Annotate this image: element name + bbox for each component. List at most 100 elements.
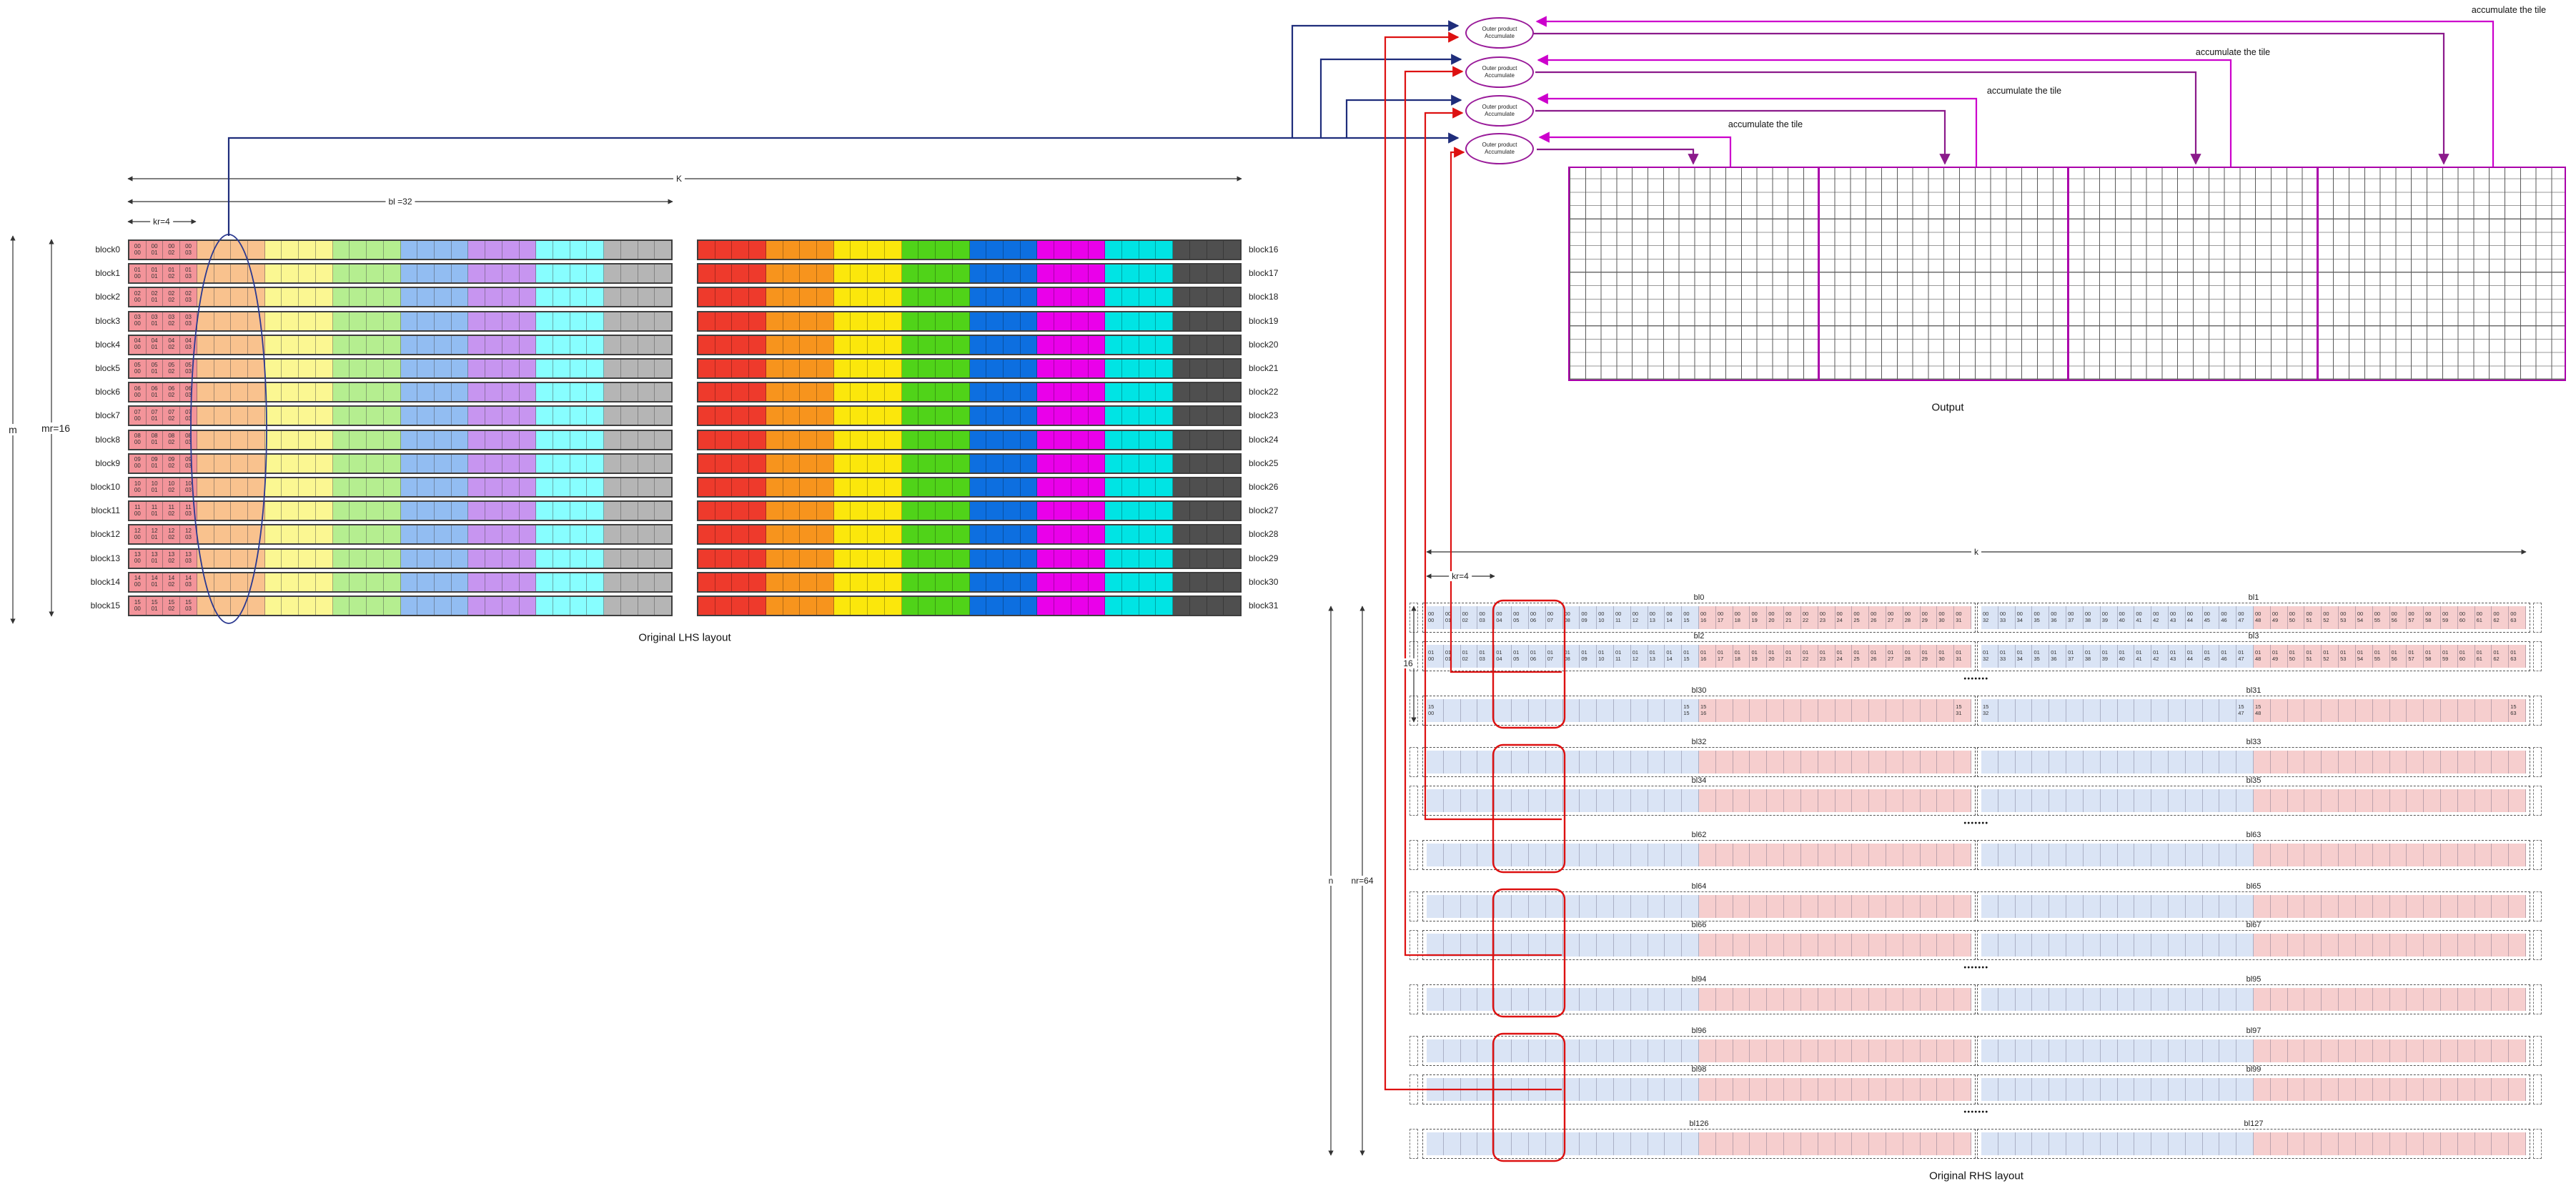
lhs-cell [1003, 525, 1021, 544]
rhs-cell [2322, 895, 2339, 918]
lhs-cell [1121, 288, 1139, 307]
lhs-cell [536, 265, 553, 283]
lhs-cell [868, 597, 885, 615]
rhs-cell [1630, 934, 1648, 957]
cell-col-id: 46 [2221, 617, 2227, 623]
lhs-cell [1156, 525, 1174, 544]
lhs-cell [502, 383, 520, 402]
rhs-cell [2475, 699, 2492, 722]
lhs-cell [986, 312, 1004, 330]
lhs-cell [800, 573, 818, 591]
lhs-cell [800, 525, 818, 544]
rhs-strip-bl96 [1422, 1036, 1976, 1066]
rhs-cell [1562, 751, 1580, 774]
rhs-cell [2083, 934, 2101, 957]
rhs-strip-continuation-right [2533, 930, 2542, 960]
rhs-strip-continuation-left [1410, 930, 1418, 960]
rhs-strip-bl96-cells [1427, 1039, 1971, 1062]
lhs-cell [1156, 573, 1174, 591]
cell-col-id: 49 [2272, 656, 2279, 662]
lhs-cell [986, 478, 1004, 496]
cell-row-id: 10 [168, 480, 175, 487]
rhs-cell [2066, 789, 2084, 812]
lhs-cell [901, 454, 919, 473]
rhs-cell [1800, 751, 1818, 774]
cell-col-id: 27 [1887, 656, 1894, 662]
lhs-cell [715, 360, 733, 377]
lhs-cell [1189, 525, 1207, 544]
lhs-block-label-31: block31 [1249, 601, 1279, 611]
rhs-cell [1920, 789, 1938, 812]
rhs-cell [2322, 699, 2339, 722]
rhs-cell [1512, 699, 1529, 722]
cell-row-id: 01 [1666, 649, 1673, 656]
cell-col-id: 05 [1513, 656, 1520, 662]
lhs-cell [485, 454, 502, 473]
lhs-cell [282, 383, 299, 402]
rhs-cell [2083, 1132, 2101, 1155]
lhs-cell [868, 288, 885, 307]
lhs-right-strip-8 [697, 429, 1242, 450]
cell-row-id: 01 [1904, 649, 1911, 656]
lhs-cell [817, 525, 834, 544]
lhs-cell [698, 265, 715, 283]
rhs-cell [1954, 1132, 1971, 1155]
cell-col-id: 03 [185, 320, 192, 327]
lhs-cell [783, 454, 801, 473]
lhs-block-label-6: block6 [95, 387, 120, 397]
rhs-cell [2049, 1039, 2067, 1062]
rhs-cell [1545, 1078, 1563, 1101]
lhs-cell [417, 407, 435, 425]
rhs-cell [2117, 988, 2135, 1011]
output-caption: Output [1931, 401, 1964, 414]
rhs-strip-bl33 [1977, 747, 2530, 777]
rhs-cell [1427, 934, 1444, 957]
lhs-cell [1037, 525, 1055, 544]
lhs-cell [715, 478, 733, 496]
lhs-cell [1173, 288, 1190, 307]
rhs-cell [2304, 1078, 2322, 1101]
rhs-cell [2440, 844, 2458, 866]
lhs-cell [620, 454, 638, 473]
lhs-cell [936, 549, 953, 568]
cell-col-id: 47 [2238, 710, 2244, 716]
rhs-cell [2270, 895, 2288, 918]
cell-col-id: 03 [185, 533, 192, 540]
lhs-cell [1054, 430, 1071, 449]
lhs-cell [800, 360, 818, 377]
rhs-cell [1545, 1039, 1563, 1062]
lhs-cell [1020, 288, 1038, 307]
lhs-cell [969, 502, 987, 520]
lhs-cell [1020, 265, 1038, 283]
lhs-cell [833, 288, 851, 307]
lhs-cell [1003, 288, 1021, 307]
lhs-cell [783, 597, 801, 615]
cell-col-id: 54 [2357, 617, 2364, 623]
cell-col-id: 01 [1445, 617, 1452, 623]
cell-col-id: 00 [134, 581, 141, 588]
cell-row-id: 12 [168, 527, 175, 534]
lhs-cell [536, 597, 553, 615]
lhs-cell [231, 430, 249, 449]
lhs-cell [1088, 360, 1106, 377]
rhs-cell [1818, 699, 1836, 722]
rhs-cell [1580, 789, 1597, 812]
lhs-cell [536, 478, 553, 496]
rhs-cell [1477, 844, 1495, 866]
rhs-cell [2202, 988, 2220, 1011]
lhs-right-strip-1 [697, 263, 1242, 285]
cell-col-id: 01 [151, 558, 158, 565]
rhs-cell [1818, 1078, 1836, 1101]
rhs-cell [1699, 895, 1716, 918]
lhs-cell [1156, 288, 1174, 307]
lhs-right-strip-4 [697, 334, 1242, 355]
lhs-cell [1139, 502, 1156, 520]
